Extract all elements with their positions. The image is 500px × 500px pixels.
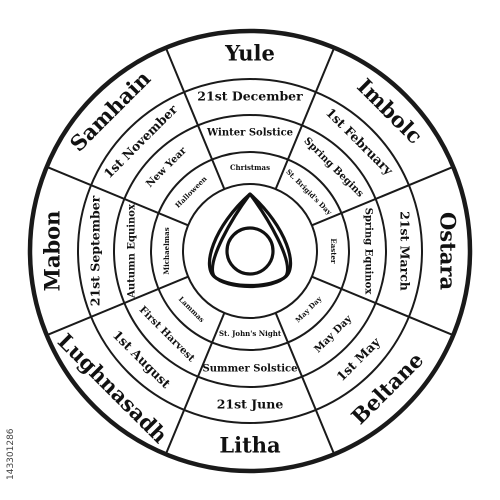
ring-3 [150,151,350,351]
sabbat-name: Lughnasadh [53,328,173,448]
sabbat-name: Litha [219,433,281,458]
sabbat-holiday: Halloween [173,174,208,209]
sabbat-name: Yule [224,41,275,66]
sabbat-date: 21st September [88,195,103,306]
sabbat-holiday: Michaelmas [162,227,171,274]
sabbat-date: 1st May [333,334,383,384]
sector-divider [274,47,336,190]
sabbat-holiday: St. John's Night [219,329,282,338]
sector-divider [46,165,189,227]
triquetra-icon [207,192,293,289]
sabbat-date: 21st December [197,89,303,104]
wheel-dividers [46,47,454,455]
sabbat-event: Winter Solstice [206,128,293,139]
stock-id-text: 143301286 [6,428,16,480]
sabbat-event: Summer Solstice [203,364,298,375]
sabbat-date: 21st June [217,397,284,412]
sabbat-date: 21st March [398,211,413,291]
ring-4 [182,183,318,319]
sabbat-event: Spring Equinox [363,208,374,296]
ring-2 [113,114,387,388]
sector-divider [164,312,226,455]
sabbat-holiday: St. Brigid's Day [284,167,334,217]
sabbat-event: Autumn Equinox [127,203,138,299]
sector-divider [274,312,336,455]
sector-divider [164,47,226,190]
sabbat-holiday: Easter [329,238,338,263]
sabbat-name: Mabon [40,211,65,292]
sabbat-holiday: Christmas [230,163,270,172]
sector-divider [311,275,454,337]
sabbat-name: Ostara [436,212,461,290]
ring-0 [27,28,473,474]
ring-1 [77,78,423,424]
sabbat-event: May Day [313,313,355,355]
sector-divider [311,165,454,227]
sabbat-event: New Year [144,145,189,190]
wheel-rings [27,28,473,474]
sector-divider [46,275,189,337]
